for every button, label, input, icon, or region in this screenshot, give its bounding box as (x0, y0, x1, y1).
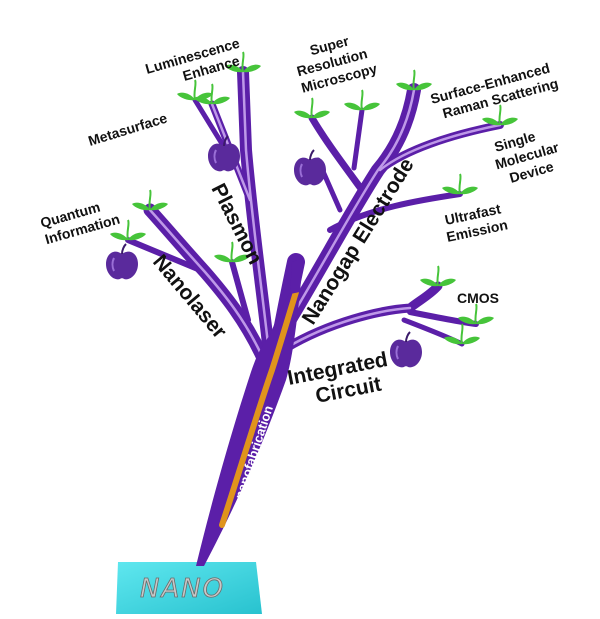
label-cmos: CMOS (457, 290, 499, 306)
trunk-core (219, 289, 299, 528)
fruit-plasmon (207, 135, 241, 173)
fruit-cmos (389, 331, 423, 369)
label-metasurface: Metasurface (86, 110, 169, 149)
base-label: NANO (140, 574, 225, 604)
fruit-microscopy (293, 149, 327, 187)
fruit-quantum (105, 243, 139, 281)
base-plate (116, 562, 262, 614)
